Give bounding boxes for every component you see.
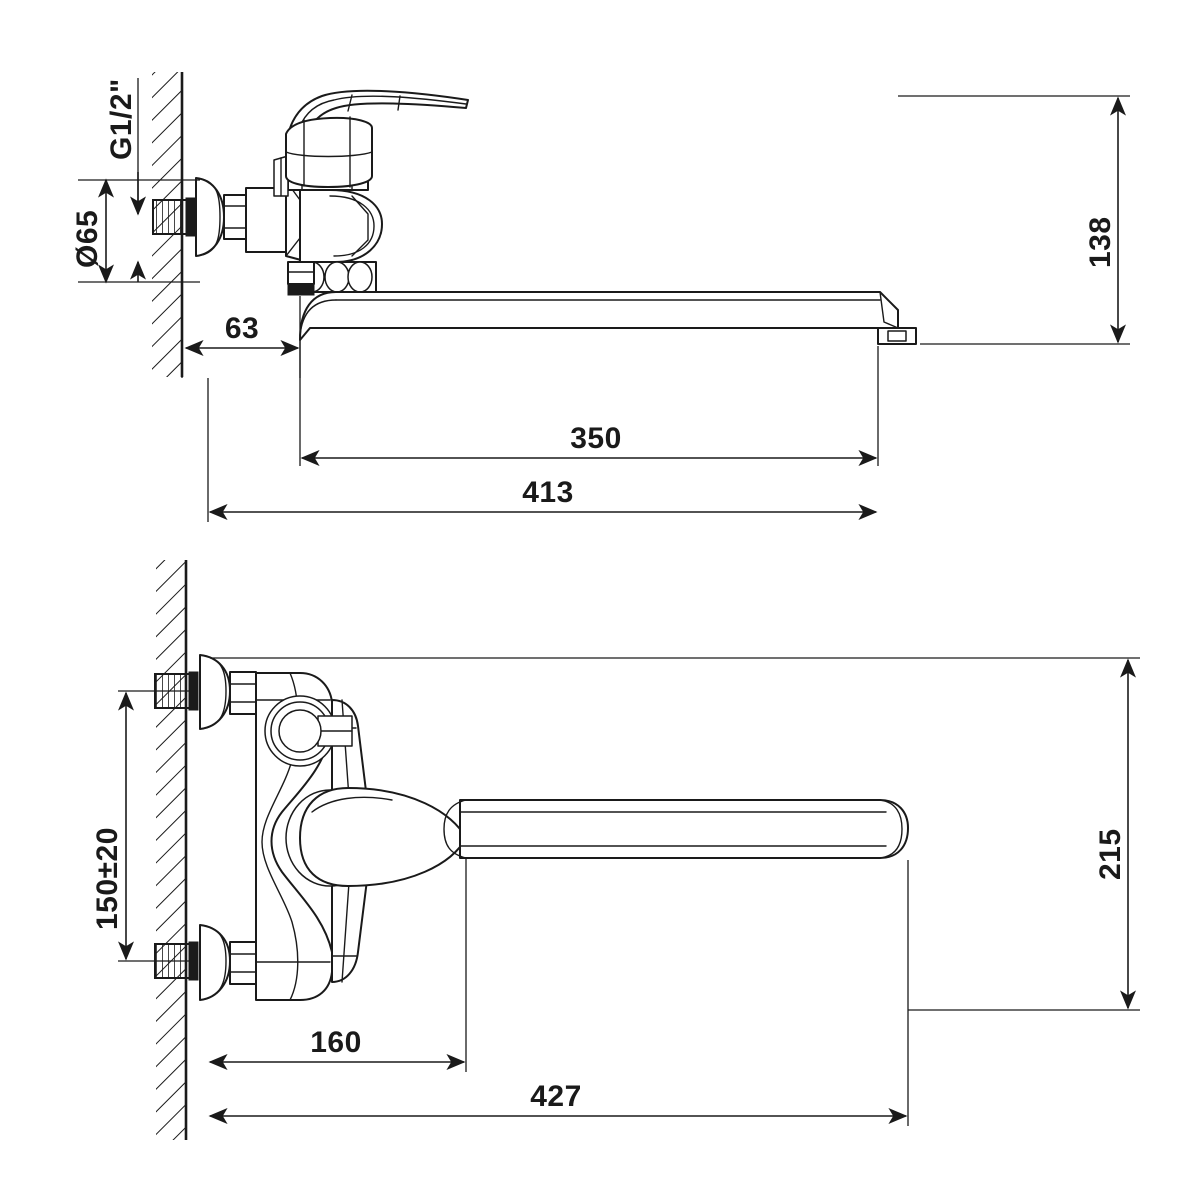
side-view-dimensions: G1/2" Ø65 63 138 350 [71, 78, 1130, 522]
inlet-nipple-side [152, 197, 196, 237]
escutcheon-side [195, 177, 247, 257]
dim-escutcheon-diameter: Ø65 [71, 210, 104, 268]
diverter-ring-front [264, 695, 353, 767]
diverter-knobs-side [287, 261, 377, 296]
escutcheon-lower [199, 924, 257, 1001]
dim-overall-length: 427 [530, 1080, 582, 1113]
dim-body-width: 160 [310, 1026, 362, 1059]
spout-front [443, 799, 909, 859]
dim-spout-reach: 350 [570, 422, 622, 455]
wall-section-front [156, 560, 188, 1140]
dim-thread-size: G1/2" [105, 78, 138, 160]
dim-inlet-spacing: 150±20 [91, 827, 124, 930]
lever-handle-front [285, 787, 467, 887]
escutcheon-upper [199, 654, 257, 730]
dim-wall-offset: 63 [225, 312, 259, 345]
spout-side [299, 291, 917, 345]
front-view-dimensions: 150±20 160 427 215 [91, 657, 1140, 1126]
lever-handle-side [285, 89, 469, 188]
dim-body-height: 138 [1084, 216, 1117, 268]
side-view: G1/2" Ø65 63 138 350 [71, 72, 1130, 522]
dim-total-projection: 413 [522, 476, 574, 509]
front-view: 150±20 160 427 215 [91, 560, 1140, 1140]
dim-overall-height: 215 [1094, 828, 1127, 880]
